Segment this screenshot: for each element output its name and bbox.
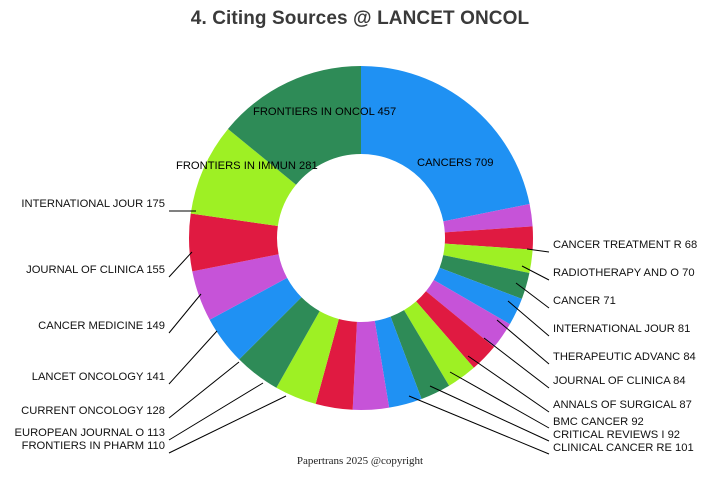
donut-slice[interactable] — [227, 66, 361, 185]
donut-slice[interactable] — [404, 301, 474, 386]
donut-slice[interactable] — [189, 213, 279, 272]
slice-callout-label: INTERNATIONAL JOUR 175 — [21, 198, 165, 210]
donut-slice[interactable] — [239, 297, 320, 388]
page-title: 4. Citing Sources @ LANCET ONCOL — [190, 8, 530, 29]
leader-line — [168, 382, 264, 441]
slice-callout-label: JOURNAL OF CLINICA 155 — [26, 264, 165, 276]
donut-slice[interactable] — [374, 316, 422, 408]
donut-slice[interactable] — [209, 277, 302, 360]
slice-callout-label: THERAPEUTIC ADVANC 84 — [553, 351, 696, 363]
slice-callout-label: CRITICAL REVIEWS I 92 — [553, 429, 681, 441]
slice-callout-label: RADIOTHERAPY AND O 70 — [553, 267, 695, 279]
donut-slice[interactable] — [443, 243, 533, 274]
copyright-note: Papertrans 2025 @copyright — [296, 455, 424, 467]
slice-callout-label: EUROPEAN JOURNAL O 113 — [14, 427, 165, 439]
leader-line — [483, 337, 550, 389]
slice-inner-label: CANCERS 709 — [417, 157, 494, 169]
donut-slice[interactable] — [425, 280, 510, 348]
leader-line — [526, 248, 550, 253]
donut-slice[interactable] — [433, 267, 522, 325]
slice-callout-label: LANCET ONCOLOGY 141 — [31, 371, 165, 383]
slice-inner-label: FRONTIERS IN IMMUN 281 — [176, 160, 318, 172]
leader-line — [168, 395, 287, 454]
leader-line-group — [168, 210, 550, 455]
donut-slice[interactable] — [192, 254, 288, 320]
leader-line — [168, 330, 218, 385]
leader-line — [168, 251, 193, 278]
donut-slice[interactable] — [439, 255, 530, 299]
slice-callout-label: CURRENT ONCOLOGY 128 — [21, 405, 165, 417]
leader-line — [449, 371, 550, 429]
donut-slice[interactable] — [444, 226, 533, 250]
slice-callout-label: JOURNAL OF CLINICA 84 — [553, 375, 686, 387]
leader-line — [168, 361, 240, 419]
leader-line — [408, 395, 550, 455]
slice-callout-label: CLINICAL CANCER RE 101 — [553, 442, 694, 454]
donut-slice[interactable] — [276, 311, 339, 404]
leader-line — [496, 319, 550, 365]
slice-callout-label: BMC CANCER 92 — [553, 416, 644, 428]
leader-line — [168, 293, 202, 334]
slice-callout-label: CANCER TREATMENT R 68 — [553, 239, 698, 251]
leader-line — [429, 385, 550, 442]
leader-line — [521, 265, 550, 281]
leader-line — [467, 355, 550, 413]
slice-callout-label: CANCER 71 — [553, 295, 616, 307]
donut-slice[interactable] — [443, 203, 533, 233]
donut-slice[interactable] — [390, 310, 450, 399]
slice-callout-label: INTERNATIONAL JOUR 81 — [553, 323, 691, 335]
slice-callout-label: ANNALS OF SURGICAL 87 — [553, 399, 692, 411]
donut-slice[interactable] — [416, 291, 495, 368]
donut-slice-group — [189, 66, 533, 410]
leader-line — [515, 282, 550, 309]
donut-slice[interactable] — [361, 66, 530, 222]
slice-callout-label: FRONTIERS IN PHARM 110 — [21, 440, 165, 452]
slice-callout-label: CANCER MEDICINE 149 — [38, 320, 165, 332]
donut-slice[interactable] — [352, 320, 390, 410]
slice-inner-label: FRONTIERS IN ONCOL 457 — [253, 106, 397, 118]
donut-slice[interactable] — [190, 128, 297, 227]
donut-slice[interactable] — [315, 319, 357, 410]
leader-line — [507, 300, 550, 337]
